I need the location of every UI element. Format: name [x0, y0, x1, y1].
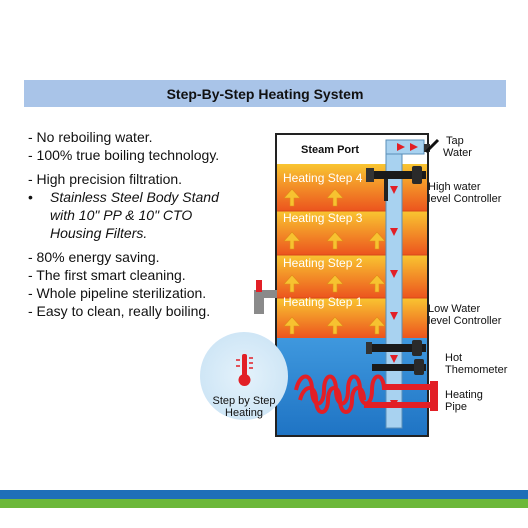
- up-arrow-icon: [326, 231, 344, 250]
- low-controller-label: Low Water: [428, 303, 481, 315]
- hot-thermometer-label: Themometer: [445, 364, 508, 376]
- section-title-banner: Step-By-Step Heating System: [24, 80, 506, 107]
- thermometer-icon: [236, 354, 253, 386]
- down-arrow-icon: [390, 186, 398, 194]
- up-arrow-icon: [368, 231, 386, 250]
- heating-pipe-label: Heating: [445, 389, 483, 401]
- up-arrow-icon: [326, 274, 344, 293]
- left-arrow-icon: [410, 143, 418, 151]
- feature-sub-line: Housing Filters.: [50, 225, 148, 241]
- feature-item: - High precision filtration.: [28, 171, 183, 187]
- heating-step-1-label: Heating Step 1: [283, 295, 363, 309]
- feature-item: - Easy to clean, really boiling.: [28, 303, 211, 319]
- left-arrow-icon: [397, 143, 405, 151]
- feature-sub-item: • Stainless Steel Body Stand with 10" PP…: [28, 188, 219, 242]
- badge-label: Heating: [225, 407, 263, 419]
- up-arrow-icon: [326, 316, 344, 335]
- heat-flow-arrows: [283, 188, 386, 335]
- heating-step-2-label: Heating Step 2: [283, 256, 363, 270]
- down-arrow-icon: [390, 228, 398, 236]
- feature-list: - No reboiling water. - 100% true boilin…: [28, 128, 219, 320]
- low-controller-label: level Controller: [428, 315, 502, 327]
- feature-item: - 80% energy saving.: [28, 249, 160, 265]
- outlet-faucet: [254, 280, 277, 314]
- feature-item: - Whole pipeline sterilization.: [28, 285, 207, 301]
- bullet: •: [28, 189, 33, 205]
- feature-sub-line: with 10" PP & 10" CTO: [50, 207, 193, 223]
- up-arrow-icon: [326, 188, 344, 207]
- heating-coil: [294, 374, 386, 414]
- high-controller-label: level Controller: [428, 193, 502, 205]
- footer-stripe-green: [0, 499, 528, 508]
- footer-stripe-blue: [0, 490, 528, 499]
- down-arrow-icon: [390, 270, 398, 278]
- badge-label: Step by Step: [213, 395, 276, 407]
- step-heating-badge: Step by Step Heating: [200, 332, 288, 420]
- heating-step-3-label: Heating Step 3: [283, 211, 363, 225]
- tap-water-label: Tap: [446, 135, 464, 147]
- heating-step-4-label: Heating Step 4: [283, 171, 363, 185]
- hot-thermometer: [372, 359, 426, 375]
- up-arrow-icon: [283, 274, 301, 293]
- steam-port-label: Steam Port: [301, 144, 359, 156]
- tap-water-valve: [424, 138, 440, 154]
- heating-pipe-label: Pipe: [445, 401, 467, 413]
- hot-thermometer-label: Hot: [445, 352, 462, 364]
- feature-sub-line: Stainless Steel Body Stand: [50, 189, 219, 205]
- high-water-level-controller: [366, 166, 426, 201]
- up-arrow-icon: [283, 316, 301, 335]
- up-arrow-icon: [283, 188, 301, 207]
- low-water-level-controller: [366, 340, 426, 356]
- down-arrow-icon: [390, 312, 398, 320]
- down-arrow-icon: [390, 355, 398, 363]
- high-controller-label: High water: [428, 181, 481, 193]
- feature-item: - No reboiling water.: [28, 129, 153, 145]
- feature-item: - The first smart cleaning.: [28, 267, 186, 283]
- feature-item: - 100% true boiling technology.: [28, 147, 220, 163]
- up-arrow-icon: [368, 316, 386, 335]
- section-title: Step-By-Step Heating System: [166, 85, 364, 102]
- tap-water-label: Water: [443, 147, 472, 159]
- heating-pipe-connector: [364, 381, 438, 411]
- up-arrow-icon: [368, 274, 386, 293]
- up-arrow-icon: [283, 231, 301, 250]
